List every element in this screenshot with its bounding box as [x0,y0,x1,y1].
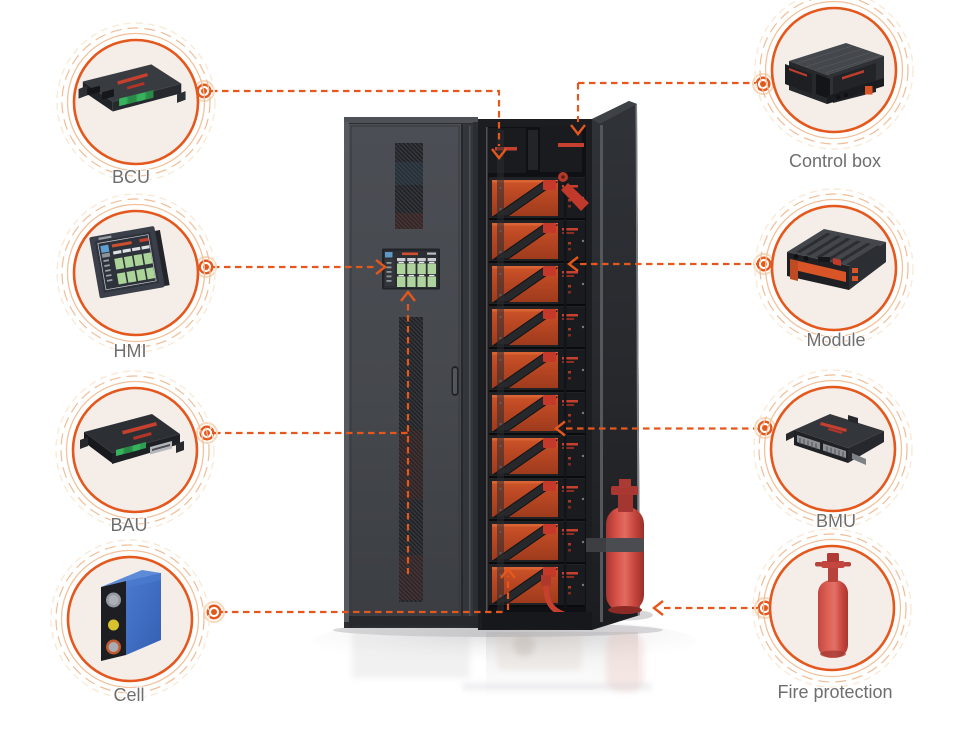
svg-text:HMI: HMI [114,341,147,361]
svg-text:Cell: Cell [113,685,144,705]
svg-text:Fire protection: Fire protection [777,682,892,702]
svg-text:BCU: BCU [112,167,150,187]
svg-text:Control box: Control box [789,151,881,171]
svg-text:BAU: BAU [110,515,147,535]
svg-text:Module: Module [806,330,865,350]
svg-text:BMU: BMU [816,511,856,531]
